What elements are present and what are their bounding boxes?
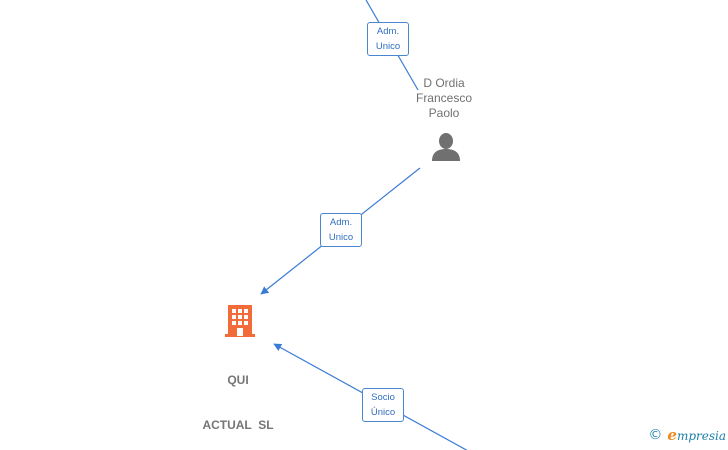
brand-logo: © empresia [648,426,726,444]
building-icon[interactable] [224,303,256,338]
company-name-line: ACTUAL SL [202,418,274,432]
company-name-line: QUI [227,373,249,387]
company-name[interactable]: QUI ACTUAL SL [190,343,286,450]
copyright-symbol: © [648,427,663,443]
person-name-line: D Ordia [423,76,465,90]
edge-label-bottom[interactable]: Socio Único [362,388,404,422]
edge-label-person-to-company[interactable]: Adm. Unico [320,213,362,247]
edge-label-line: Adm. [376,26,400,37]
brand-name-first: e [667,426,677,444]
edge-label-top[interactable]: Adm. Unico [367,22,409,56]
brand-name-rest: mpresia [676,429,726,443]
edge-label-line: Único [370,407,396,418]
person-name[interactable]: D Ordia Francesco Paolo [398,76,490,121]
brand-name: empresia [667,426,726,444]
person-name-line: Francesco [415,91,473,105]
edge-label-line: Unico [328,232,354,243]
edge-label-line: Unico [375,41,401,52]
edge-label-line: Adm. [329,217,353,228]
edge-label-line: Socio [371,392,395,403]
person-name-line: Paolo [428,106,460,120]
person-icon[interactable] [430,132,462,162]
